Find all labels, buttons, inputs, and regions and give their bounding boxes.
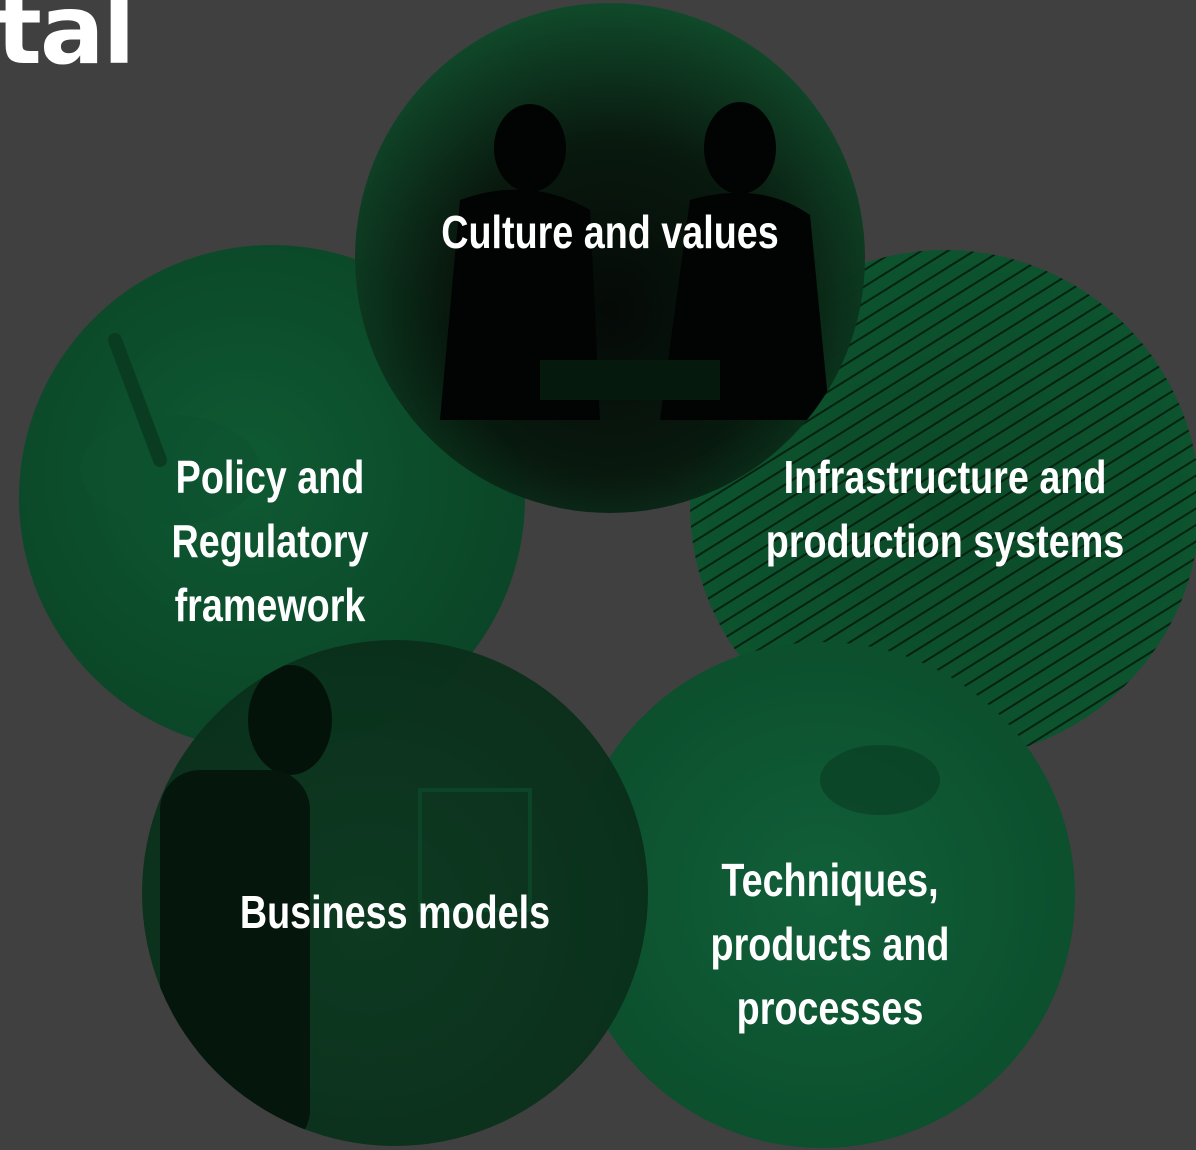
label-policy: Policy and Regulatory framework [171, 451, 369, 631]
circle-culture [355, 3, 865, 513]
circle-techniques [569, 642, 1075, 1148]
page-title-fragment: tal [0, 0, 136, 86]
circle-business [142, 640, 648, 1146]
label-techniques: Techniques, products and processes [710, 854, 950, 1034]
label-infrastructure: Infrastructure and production systems [765, 451, 1125, 567]
label-culture: Culture and values [441, 206, 779, 258]
label-business: Business models [239, 886, 551, 938]
